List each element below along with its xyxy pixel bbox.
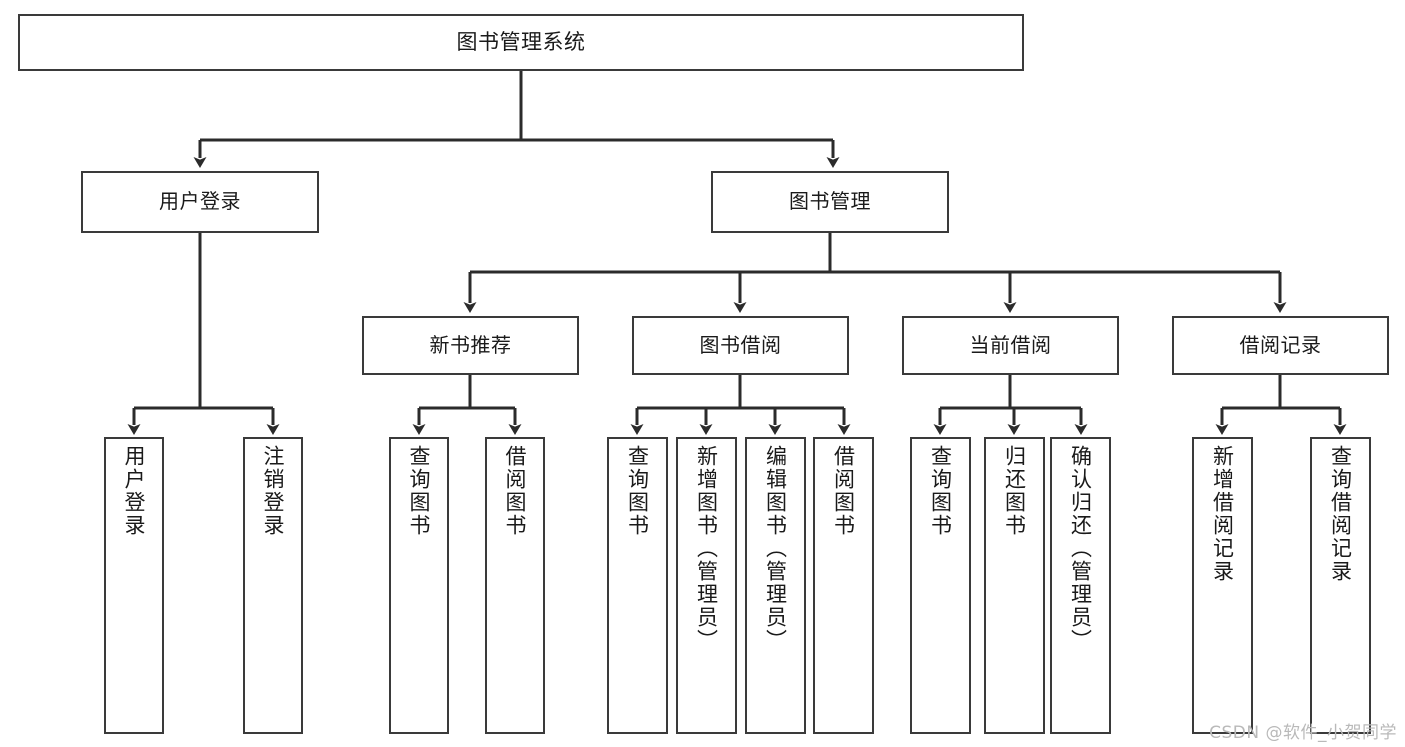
- node-book-borrow-label: 图书借阅: [699, 332, 782, 357]
- node-leaf-query-book-3[interactable]: 查询图书: [910, 437, 971, 734]
- node-borrow-record[interactable]: 借阅记录: [1172, 316, 1389, 375]
- node-leaf-user-login[interactable]: 用户登录: [104, 437, 164, 734]
- node-leaf-confirm-return-label: 确认归还（管理员）: [1068, 445, 1093, 652]
- node-leaf-logout-login-label: 注销登录: [261, 445, 286, 537]
- node-new-book-recommend[interactable]: 新书推荐: [362, 316, 579, 375]
- node-new-book-recommend-label: 新书推荐: [429, 332, 512, 357]
- node-book-manage[interactable]: 图书管理: [711, 171, 949, 233]
- node-leaf-edit-book-admin-label: 编辑图书（管理员）: [763, 445, 788, 652]
- node-leaf-return-book[interactable]: 归还图书: [984, 437, 1045, 734]
- node-leaf-query-record-label: 查询借阅记录: [1328, 445, 1353, 583]
- csdn-watermark: CSDN @软件_小贺同学: [1209, 723, 1397, 743]
- node-leaf-add-book-admin[interactable]: 新增图书（管理员）: [676, 437, 737, 734]
- node-root-label: 图书管理系统: [456, 30, 586, 55]
- node-user-login-label: 用户登录: [159, 189, 241, 214]
- node-leaf-query-book-2-label: 查询图书: [625, 445, 650, 537]
- node-root[interactable]: 图书管理系统: [18, 14, 1024, 71]
- node-leaf-return-book-label: 归还图书: [1002, 445, 1027, 537]
- node-leaf-borrow-book-2-label: 借阅图书: [831, 445, 856, 537]
- node-leaf-query-book-1-label: 查询图书: [407, 445, 432, 537]
- node-leaf-query-book-2[interactable]: 查询图书: [607, 437, 668, 734]
- node-current-borrow[interactable]: 当前借阅: [902, 316, 1119, 375]
- node-leaf-add-record[interactable]: 新增借阅记录: [1192, 437, 1253, 734]
- node-leaf-add-book-admin-label: 新增图书（管理员）: [694, 445, 719, 652]
- node-leaf-query-book-1[interactable]: 查询图书: [389, 437, 449, 734]
- node-leaf-edit-book-admin[interactable]: 编辑图书（管理员）: [745, 437, 806, 734]
- node-user-login[interactable]: 用户登录: [81, 171, 319, 233]
- node-leaf-query-book-3-label: 查询图书: [928, 445, 953, 537]
- node-leaf-confirm-return[interactable]: 确认归还（管理员）: [1050, 437, 1111, 734]
- node-current-borrow-label: 当前借阅: [969, 332, 1052, 357]
- node-book-borrow[interactable]: 图书借阅: [632, 316, 849, 375]
- node-leaf-borrow-book-1-label: 借阅图书: [503, 445, 528, 537]
- node-book-manage-label: 图书管理: [789, 189, 871, 214]
- node-leaf-borrow-book-2[interactable]: 借阅图书: [813, 437, 874, 734]
- node-leaf-logout-login[interactable]: 注销登录: [243, 437, 303, 734]
- node-borrow-record-label: 借阅记录: [1239, 332, 1322, 357]
- node-leaf-user-login-label: 用户登录: [122, 445, 147, 537]
- node-leaf-query-record[interactable]: 查询借阅记录: [1310, 437, 1371, 734]
- node-leaf-add-record-label: 新增借阅记录: [1210, 445, 1235, 583]
- node-leaf-borrow-book-1[interactable]: 借阅图书: [485, 437, 545, 734]
